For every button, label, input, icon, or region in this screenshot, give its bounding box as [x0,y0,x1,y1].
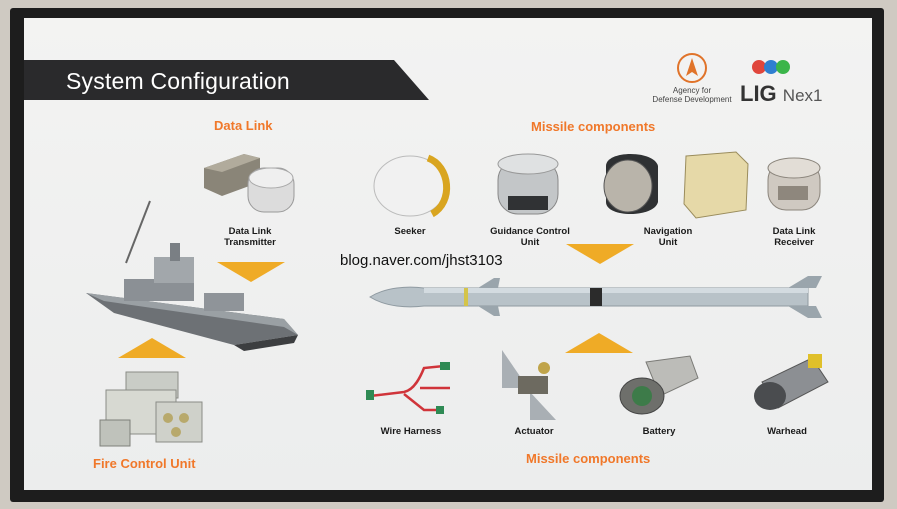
guidance-control-unit-label: Guidance Control Unit [490,226,570,248]
battery-image [619,355,699,415]
arrow-up-fire-control-icon [118,338,186,358]
section-data-link: Data Link [214,118,273,133]
lig-logo-text: LIG Nex1 [740,81,823,106]
seeker-image [373,154,450,218]
slide: System Configuration Agency for Defense … [24,18,872,490]
wire-harness-label: Wire Harness [380,426,442,437]
watermark: blog.naver.com/jhst3103 [340,252,503,269]
fire-control-unit-image [99,371,203,447]
page-title: System Configuration [66,68,290,94]
wire-harness-image [366,362,450,414]
actuator-label: Actuator [514,426,554,437]
seeker-label: Seeker [394,226,426,237]
title-banner [24,60,429,100]
data-link-receiver-image [767,157,821,211]
add-emblem-icon [677,53,707,83]
section-missile-components-bottom: Missile components [526,451,651,466]
navigation-unit-label: Navigation Unit [643,226,693,248]
lig-logo-icon [752,60,790,74]
warhead-image [754,354,829,410]
arrow-up-missile-icon [565,333,633,353]
navigation-unit-image [603,151,749,219]
ship-image [86,200,298,351]
missile-image [369,276,822,318]
actuator-image [502,350,556,420]
arrow-down-missile-icon [566,244,634,264]
add-logo-text: Agency for Defense Development [652,86,732,104]
battery-label: Battery [642,426,676,437]
data-link-transmitter-image [204,154,295,213]
data-link-transmitter-label: Data Link Transmitter [224,226,276,248]
guidance-control-unit-image [497,153,559,215]
warhead-label: Warhead [767,426,807,437]
section-fire-control-unit: Fire Control Unit [93,456,196,471]
arrow-down-datalink-icon [217,262,285,282]
section-missile-components-top: Missile components [531,119,656,134]
data-link-receiver-label: Data Link Receiver [772,226,816,248]
